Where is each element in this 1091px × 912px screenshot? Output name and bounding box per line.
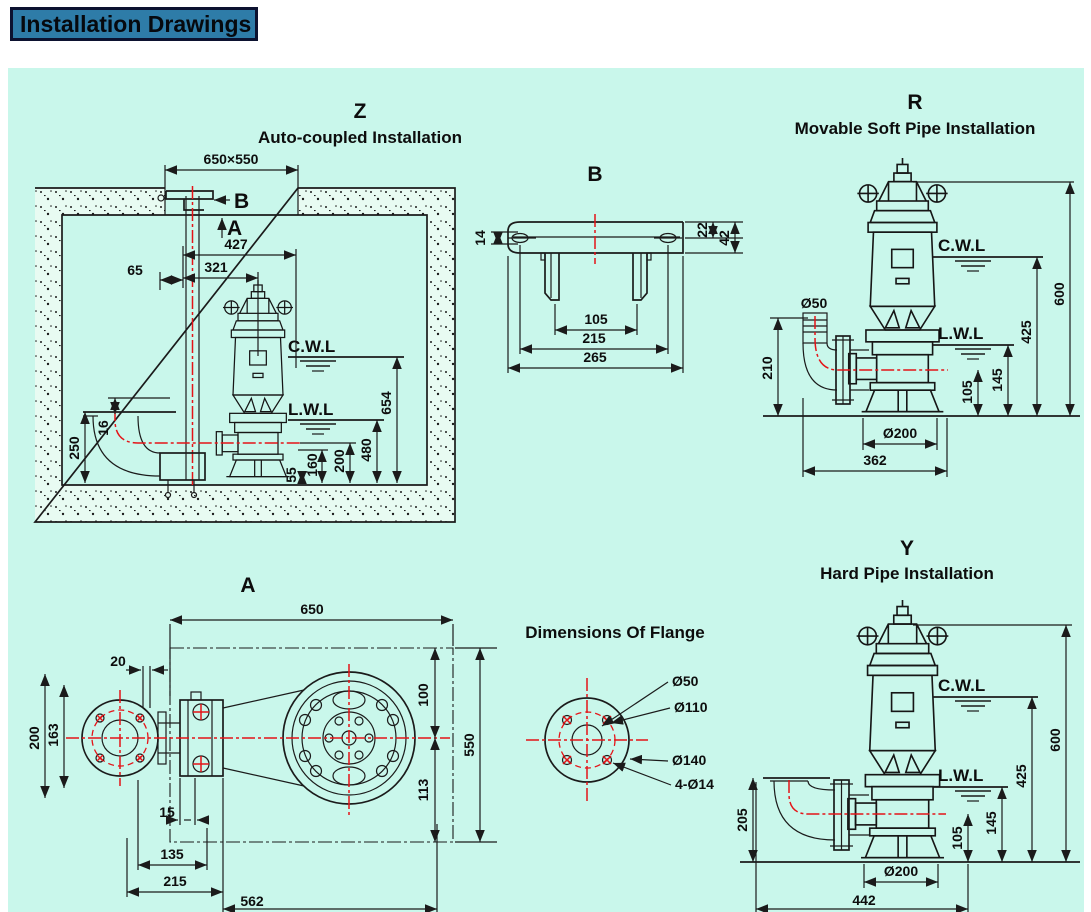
drawing-a-plan-view: A xyxy=(26,574,497,912)
b-dim-265: 265 xyxy=(583,349,607,365)
y-dim-205: 205 xyxy=(734,808,750,832)
z-water-levels: C.W.L L.W.L xyxy=(288,337,404,435)
r-hose-piping: Ø50 xyxy=(801,295,948,405)
r-code: R xyxy=(907,91,922,114)
z-dim-65: 65 xyxy=(127,262,143,278)
drawing-sheet: Z Auto-coupled Installation xyxy=(8,68,1084,912)
z-dim-427: 427 xyxy=(224,236,248,252)
z-title: Auto-coupled Installation xyxy=(258,128,462,147)
r-dim-362: 362 xyxy=(863,452,887,468)
drawing-r-soft-pipe: R Movable Soft Pipe Installation Ø50 C.W… xyxy=(759,91,1080,477)
r-lwl-label: L.W.L xyxy=(938,324,983,343)
r-dim-o200: Ø200 xyxy=(883,425,917,441)
y-title: Hard Pipe Installation xyxy=(820,564,994,583)
z-discharge-piping xyxy=(83,408,300,499)
y-code: Y xyxy=(900,537,914,560)
a-dim-562: 562 xyxy=(240,893,264,909)
drawing-canvas: Z Auto-coupled Installation xyxy=(8,68,1084,912)
z-cwl-label: C.W.L xyxy=(288,337,335,356)
r-dim-210: 210 xyxy=(759,356,775,380)
a-dim-20: 20 xyxy=(110,653,126,669)
a-dim-550: 550 xyxy=(461,733,477,757)
z-code: Z xyxy=(354,100,367,123)
r-dim-105: 105 xyxy=(959,380,975,404)
z-dim-160: 160 xyxy=(304,453,320,477)
z-dim-16: 16 xyxy=(95,420,111,436)
a-dim-650: 650 xyxy=(300,601,324,617)
page-title: Installation Drawings xyxy=(20,10,252,37)
y-dim-442: 442 xyxy=(852,892,876,908)
y-lwl-label: L.W.L xyxy=(938,766,983,785)
a-dim-100: 100 xyxy=(415,683,431,707)
page-title-box: Installation Drawings xyxy=(10,7,258,41)
y-dim-145: 145 xyxy=(983,811,999,835)
drawing-y-hard-pipe: Y Hard Pipe Installation C.W.L L.W.L xyxy=(734,537,1080,912)
b-dimensions: 14 22 42 105 215 265 xyxy=(472,221,743,373)
a-coupling-bracket xyxy=(157,689,305,787)
z-dim-321: 321 xyxy=(204,259,228,275)
r-water-levels: C.W.L L.W.L xyxy=(933,236,1043,360)
a-dim-15: 15 xyxy=(159,804,175,820)
r-dimensions: 210 105 145 425 600 Ø200 362 xyxy=(759,182,1075,477)
r-title: Movable Soft Pipe Installation xyxy=(795,119,1036,138)
a-dim-200: 200 xyxy=(26,726,42,750)
r-cwl-label: C.W.L xyxy=(938,236,985,255)
drawing-z-auto-coupled: Z Auto-coupled Installation xyxy=(33,100,462,523)
a-dim-135: 135 xyxy=(160,846,184,862)
z-lwl-label: L.W.L xyxy=(288,400,333,419)
y-cwl-label: C.W.L xyxy=(938,676,985,695)
a-code: A xyxy=(240,574,255,597)
z-dim-55: 55 xyxy=(283,467,299,483)
y-dimensions: 205 105 145 425 600 Ø200 442 xyxy=(734,625,1071,912)
z-dim-250: 250 xyxy=(66,436,82,460)
flange-callouts: Ø50 Ø110 Ø140 4-Ø14 xyxy=(601,673,714,792)
b-dim-22: 22 xyxy=(694,222,710,238)
z-pit-structure xyxy=(33,187,456,523)
b-dim-42: 42 xyxy=(716,230,732,246)
z-view-a-label: A xyxy=(227,217,242,240)
z-section-arrows: B A xyxy=(214,190,249,240)
b-dim-105: 105 xyxy=(584,311,608,327)
a-dim-215: 215 xyxy=(163,873,187,889)
r-dim-600: 600 xyxy=(1051,282,1067,306)
b-dim-14: 14 xyxy=(472,230,488,246)
flange-bolt-circle-label: Ø110 xyxy=(674,699,708,715)
a-dimensions: 650 20 200 163 100 113 550 15 xyxy=(26,601,485,912)
b-code: B xyxy=(587,163,602,186)
b-dim-215: 215 xyxy=(582,330,606,346)
y-water-levels: C.W.L L.W.L xyxy=(933,676,1038,802)
r-dim-o50: Ø50 xyxy=(801,295,828,311)
y-dim-o200: Ø200 xyxy=(884,863,918,879)
flange-bore-label: Ø50 xyxy=(672,673,699,689)
z-guide-rail xyxy=(157,186,214,486)
z-dim-hatch: 650×550 xyxy=(204,151,259,167)
z-dimensions: 650×550 427 321 65 55 160 200 480 654 xyxy=(66,151,402,484)
y-hard-piping xyxy=(763,777,946,851)
y-dim-105: 105 xyxy=(949,826,965,850)
flange-geometry xyxy=(526,678,648,802)
r-dim-425: 425 xyxy=(1018,320,1034,344)
z-dim-200: 200 xyxy=(331,449,347,473)
z-dim-480: 480 xyxy=(358,438,374,462)
r-dim-145: 145 xyxy=(989,368,1005,392)
flange-title: Dimensions Of Flange xyxy=(525,623,704,642)
flange-holes-label: 4-Ø14 xyxy=(675,776,714,792)
y-dim-425: 425 xyxy=(1013,764,1029,788)
y-dim-600: 600 xyxy=(1047,728,1063,752)
a-dim-163: 163 xyxy=(45,723,61,747)
z-dim-654: 654 xyxy=(378,391,394,415)
drawing-flange-detail: Dimensions Of Flange Ø50 Ø110 Ø140 4-Ø1 xyxy=(525,623,714,802)
drawing-b-bracket-detail: B 14 22 42 xyxy=(472,163,743,373)
flange-outer-label: Ø140 xyxy=(672,752,706,768)
a-dim-113: 113 xyxy=(415,778,431,801)
z-view-b-label: B xyxy=(234,190,249,213)
